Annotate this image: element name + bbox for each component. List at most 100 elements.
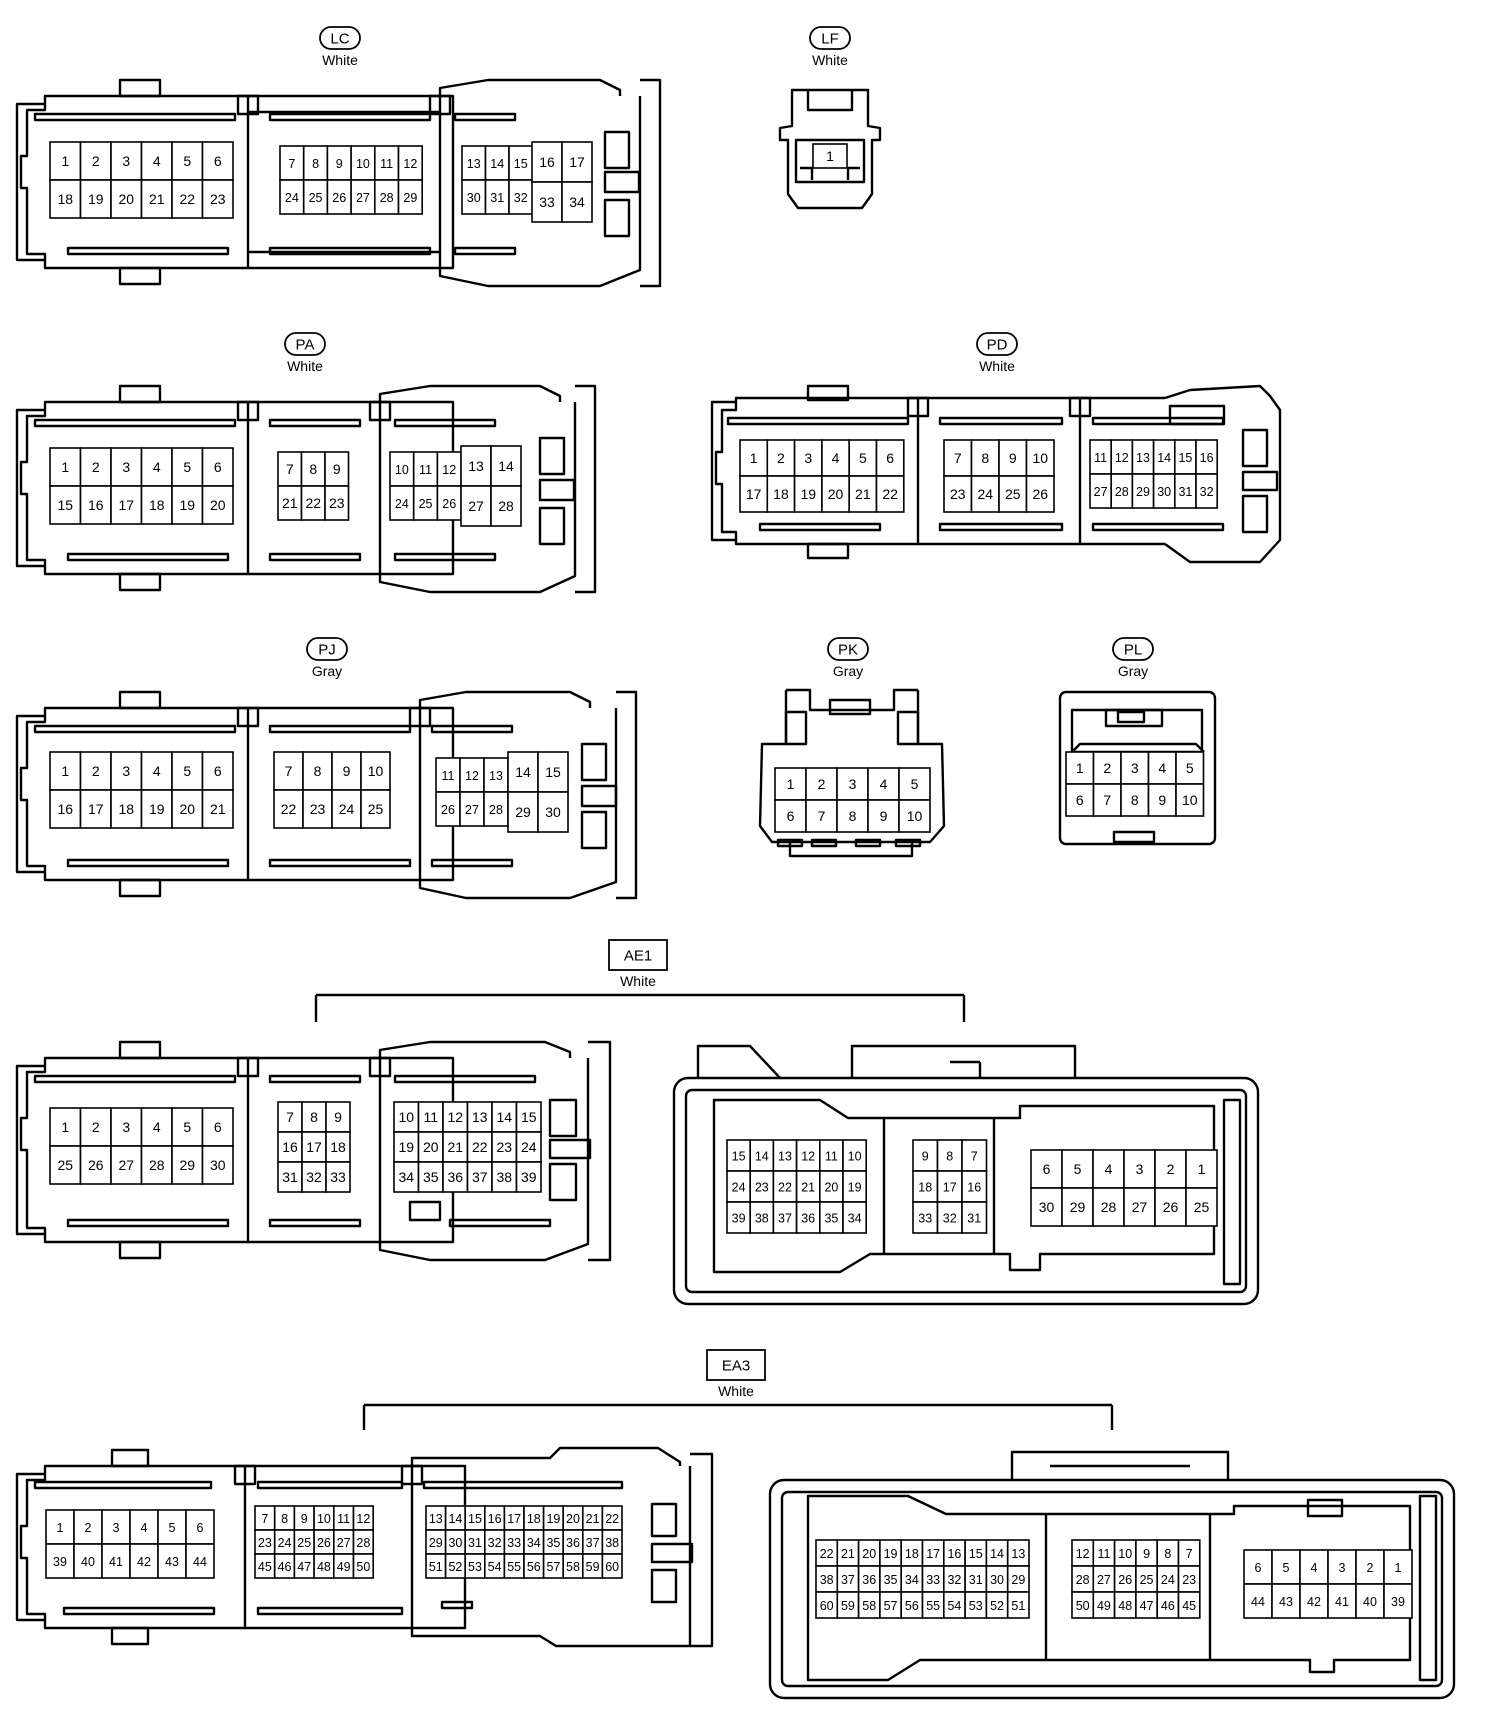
pin-number: 46 bbox=[278, 1560, 292, 1574]
pin-number: 13 bbox=[467, 157, 481, 171]
pin-number: 15 bbox=[732, 1150, 746, 1164]
latch-slot bbox=[726, 416, 910, 426]
pin-number: 5 bbox=[183, 1119, 191, 1135]
pin-number: 7 bbox=[288, 157, 295, 171]
pin-number: 6 bbox=[1255, 1561, 1262, 1575]
pin-number: 43 bbox=[165, 1555, 179, 1569]
pin-number: 38 bbox=[755, 1212, 769, 1226]
pin-number: 26 bbox=[1118, 1573, 1132, 1587]
pin-number: 1 bbox=[1198, 1161, 1206, 1177]
pin-cell bbox=[201, 789, 234, 829]
latch-tab bbox=[828, 698, 872, 716]
pin-number: 33 bbox=[539, 194, 555, 210]
pin-cell bbox=[393, 1161, 420, 1193]
pin-number: 23 bbox=[496, 1139, 512, 1155]
pin-number: 5 bbox=[1186, 760, 1194, 776]
pin-cell bbox=[961, 1201, 988, 1234]
pin-number: 9 bbox=[333, 461, 341, 477]
pin-cell bbox=[324, 485, 350, 521]
pin-cell bbox=[1195, 473, 1219, 509]
pin-number: 32 bbox=[1200, 485, 1214, 499]
side-rail bbox=[1418, 1494, 1438, 1682]
pin-cell bbox=[1120, 783, 1150, 817]
pin-number: 9 bbox=[334, 1109, 342, 1125]
housing-hood bbox=[438, 96, 642, 288]
pin-cell bbox=[912, 1170, 939, 1203]
pin-cell bbox=[793, 475, 823, 513]
pin-number: 7 bbox=[286, 461, 294, 477]
pin-number: 34 bbox=[905, 1573, 919, 1587]
pin-cell bbox=[561, 181, 593, 223]
connector-color: Gray bbox=[1118, 663, 1148, 679]
pin-number: 31 bbox=[967, 1212, 981, 1226]
pin-number: 25 bbox=[368, 801, 384, 817]
housing-inner bbox=[684, 1088, 1248, 1294]
pin-number: 4 bbox=[832, 450, 840, 466]
pin-cell bbox=[1025, 475, 1055, 513]
housing-left-edge bbox=[15, 714, 47, 874]
pin-number: 32 bbox=[306, 1169, 322, 1185]
pin-cell bbox=[352, 1553, 375, 1579]
pin-number: 36 bbox=[862, 1573, 876, 1587]
pin-number: 32 bbox=[514, 191, 528, 205]
pin-number: 21 bbox=[447, 1139, 463, 1155]
pin-cell bbox=[875, 439, 905, 477]
pin-number: 28 bbox=[149, 1157, 165, 1173]
pin-number: 48 bbox=[1118, 1599, 1132, 1613]
pin-cell bbox=[201, 141, 234, 181]
pin-number: 31 bbox=[282, 1169, 298, 1185]
housing-hood bbox=[378, 1058, 590, 1262]
pin-number: 56 bbox=[905, 1599, 919, 1613]
pin-number: 35 bbox=[884, 1573, 898, 1587]
pin-number: 9 bbox=[1143, 1547, 1150, 1561]
pin-cell bbox=[325, 1131, 351, 1163]
pin-cell bbox=[821, 475, 851, 513]
pin-number: 4 bbox=[153, 153, 161, 169]
pin-number: 1 bbox=[787, 776, 795, 792]
pin-number: 1 bbox=[61, 763, 69, 779]
pin-number: 28 bbox=[1076, 1573, 1090, 1587]
pin-number: 12 bbox=[1076, 1547, 1090, 1561]
latch-slot bbox=[393, 552, 497, 562]
pin-number: 37 bbox=[586, 1536, 600, 1550]
pin-number: 26 bbox=[1032, 486, 1048, 502]
pin-number: 1 bbox=[61, 153, 69, 169]
pin-block: 1 bbox=[812, 143, 848, 169]
pin-number: 13 bbox=[1011, 1547, 1025, 1561]
pin-number: 51 bbox=[1011, 1599, 1025, 1613]
pin-number: 12 bbox=[447, 1109, 463, 1125]
pin-number: 16 bbox=[282, 1139, 298, 1155]
rib bbox=[1071, 742, 1205, 753]
pin-cell bbox=[201, 447, 234, 487]
pin-number: 20 bbox=[179, 801, 195, 817]
cavity-frame bbox=[806, 1494, 1412, 1682]
pin-cell bbox=[49, 1145, 82, 1185]
pin-number: 14 bbox=[496, 1109, 512, 1125]
pin-number: 18 bbox=[527, 1512, 541, 1526]
pin-cell bbox=[766, 475, 796, 513]
pin-number: 5 bbox=[183, 153, 191, 169]
pin-number: 9 bbox=[1009, 450, 1017, 466]
latch-slot bbox=[66, 246, 230, 256]
latch-tab bbox=[806, 90, 854, 112]
pin-number: 21 bbox=[210, 801, 226, 817]
pin-number: 2 bbox=[92, 153, 100, 169]
latch-slot bbox=[62, 1606, 216, 1616]
housing-left-edge bbox=[15, 408, 47, 568]
housing-left-edge bbox=[710, 400, 738, 542]
pin-cell bbox=[836, 799, 869, 833]
pin-number: 9 bbox=[343, 763, 351, 779]
latch-tab bbox=[1104, 708, 1164, 728]
latch-rib bbox=[784, 710, 808, 746]
pin-number: 22 bbox=[305, 495, 321, 511]
pin-number: 34 bbox=[569, 194, 585, 210]
pin-cell bbox=[490, 485, 522, 527]
pin-number: 9 bbox=[336, 157, 343, 171]
pin-number: 6 bbox=[214, 459, 222, 475]
